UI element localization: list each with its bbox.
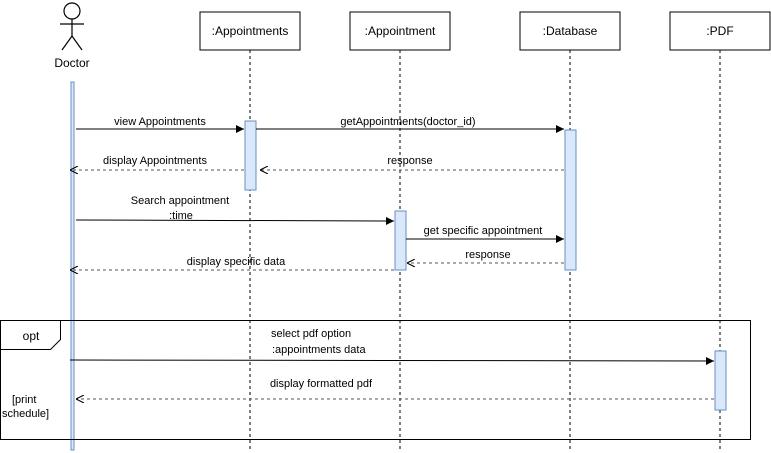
lifeline-header-label: :PDF: [706, 24, 733, 38]
lifeline-header-label: :Database: [543, 24, 598, 38]
activation-appointment: [394, 210, 407, 271]
fragment-frame: [0, 320, 751, 440]
message-label: view Appointments: [114, 116, 206, 128]
message-response-1: response: [260, 155, 564, 170]
fragment-guard-line1: [print: [12, 394, 36, 406]
lifeline-appointments: :Appointments: [199, 11, 301, 450]
lifeline-header-box: [349, 11, 451, 51]
message-arrow: [75, 216, 395, 225]
message-label: response: [465, 249, 510, 261]
opt-fragment: opt [print schedule]: [0, 320, 751, 440]
message-get-appointments: getAppointments(doctor_id): [256, 116, 564, 133]
message-label: display Appointments: [103, 155, 207, 167]
message-label: select pdf option: [271, 328, 351, 340]
activation-database: [564, 129, 577, 271]
fragment-guard-line2: schedule]: [2, 408, 49, 420]
message-label: getAppointments(doctor_id): [340, 116, 475, 128]
activation-pdf: [714, 350, 727, 411]
actor-label: Doctor: [54, 56, 89, 70]
message-response-2: response: [407, 249, 564, 263]
lifeline-pdf: :PDF: [669, 11, 771, 450]
message-label: Search appointment: [131, 195, 229, 207]
message-label: response: [387, 155, 432, 167]
message-view-appointments: view Appointments: [76, 116, 244, 133]
actor-activation-bar: [70, 81, 75, 451]
message-display-appointments: display Appointments: [70, 155, 244, 170]
lifeline-header-box: [519, 11, 621, 51]
fragment-operator: opt: [23, 329, 40, 343]
message-label-line2: :time: [169, 210, 193, 222]
message-select-pdf-option: select pdf option :appointments data: [69, 328, 715, 365]
message-get-specific-appointment: get specific appointment: [406, 225, 564, 243]
message-search-appointment: Search appointment :time: [75, 195, 395, 225]
message-label: display specific data: [187, 256, 286, 268]
lifeline-appointment: :Appointment: [349, 11, 451, 450]
message-arrow: [69, 356, 715, 365]
actor-leg-left: [61, 35, 73, 51]
message-label: display formatted pdf: [270, 378, 373, 390]
lifeline-header-box: [199, 11, 301, 51]
lifeline-header-label: :Appointment: [365, 24, 436, 38]
message-display-formatted-pdf: display formatted pdf: [76, 378, 714, 399]
actor-head: [63, 2, 81, 20]
actor-doctor: Doctor: [54, 2, 90, 70]
message-label: get specific appointment: [424, 225, 543, 237]
actor-leg-right: [71, 35, 83, 51]
lifeline-header-label: :Appointments: [212, 24, 289, 38]
activation-appointments: [244, 120, 257, 191]
fragment-operator-tab: [0, 320, 61, 350]
message-display-specific-data: display specific data: [70, 256, 394, 270]
message-label-line2: :appointments data: [272, 344, 366, 356]
